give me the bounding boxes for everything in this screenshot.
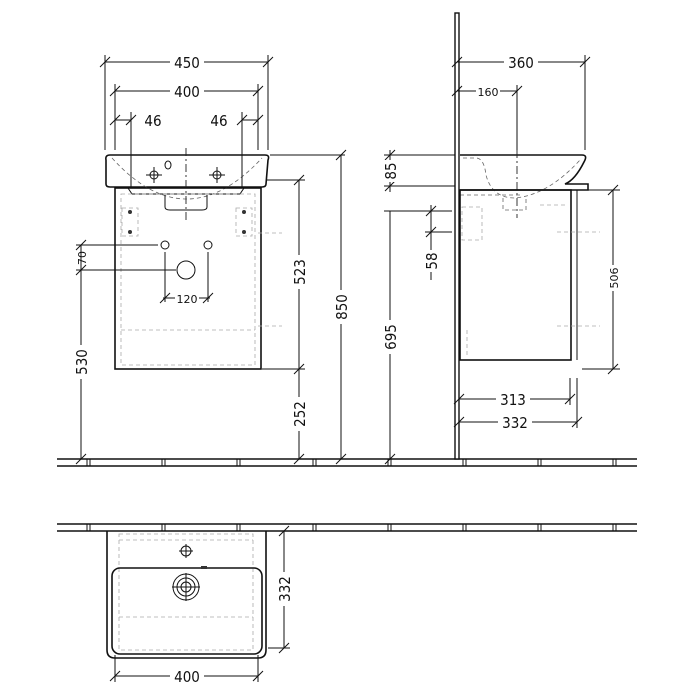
svg-text:252: 252 xyxy=(291,401,309,427)
svg-text:400: 400 xyxy=(174,668,200,686)
dim-basin-thickness: 85 xyxy=(380,149,455,192)
dim-cabinet-inner-depth: 313 xyxy=(453,378,576,409)
svg-text:450: 450 xyxy=(174,54,200,72)
tap-hole-left xyxy=(146,167,162,183)
dim-basin-depth: 360 xyxy=(451,52,591,150)
basin-side xyxy=(460,154,589,191)
dim-top-depth: 332 xyxy=(268,525,294,654)
wall-line-top xyxy=(57,523,637,532)
dim-tap-offset-left: 46 xyxy=(109,112,162,187)
dim-cabinet-width: 400 xyxy=(109,81,264,150)
vanity-cabinet-front xyxy=(114,187,262,370)
top-view: 332 400 xyxy=(57,523,637,686)
dim-cabinet-height: 523 252 xyxy=(262,174,309,465)
svg-text:530: 530 xyxy=(73,349,91,375)
wall xyxy=(454,12,460,460)
dim-supply-spacing: 120 xyxy=(159,252,214,306)
basin-front xyxy=(105,154,270,188)
svg-text:400: 400 xyxy=(174,83,200,101)
svg-text:695: 695 xyxy=(382,324,400,350)
dim-basin-top-height: 850 xyxy=(270,149,351,465)
svg-text:313: 313 xyxy=(500,391,526,409)
svg-text:523: 523 xyxy=(291,259,309,285)
svg-text:46: 46 xyxy=(144,112,161,130)
vanity-cabinet-side xyxy=(459,189,572,361)
svg-text:850: 850 xyxy=(333,294,351,320)
svg-text:70: 70 xyxy=(76,251,89,265)
dim-bracket-height: 58 xyxy=(384,205,452,280)
front-view: 450 400 46 46 xyxy=(72,52,351,465)
dim-cabinet-depth: 332 xyxy=(453,378,583,432)
floor-line-upper xyxy=(57,458,637,467)
tap-hole-right xyxy=(209,167,225,183)
svg-text:46: 46 xyxy=(210,112,227,130)
dim-side-cabinet-height: 506 xyxy=(578,184,621,375)
dim-supply-height: 70 530 xyxy=(72,239,176,465)
svg-text:120: 120 xyxy=(177,293,198,306)
side-view: 360 160 85 58 xyxy=(380,12,621,465)
svg-text:506: 506 xyxy=(608,268,621,289)
svg-text:58: 58 xyxy=(423,252,441,269)
supply-left xyxy=(160,240,170,250)
svg-text:360: 360 xyxy=(508,54,534,72)
dim-top-width: 400 xyxy=(109,655,264,686)
tap-hole-top xyxy=(179,544,193,558)
svg-text:332: 332 xyxy=(276,576,294,602)
basin-top xyxy=(106,531,267,659)
drain-connection xyxy=(176,260,196,280)
svg-text:332: 332 xyxy=(502,414,528,432)
svg-text:160: 160 xyxy=(478,86,499,99)
dim-basin-width: 450 xyxy=(99,52,274,150)
dim-bracket-floor-height: 695 xyxy=(381,211,400,465)
dim-tap-hole-distance: 160 xyxy=(451,84,523,150)
svg-text:85: 85 xyxy=(382,162,400,179)
dim-tap-offset-right: 46 xyxy=(210,112,264,187)
supply-right xyxy=(203,240,213,250)
drain-top xyxy=(172,573,200,601)
bowl-top xyxy=(111,567,263,655)
